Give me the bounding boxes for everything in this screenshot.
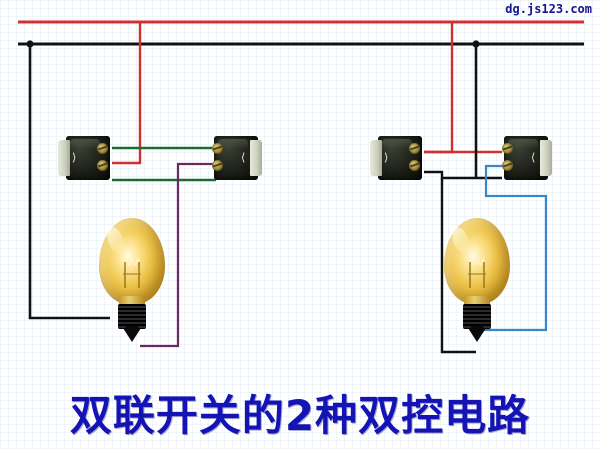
lamp-filament [468,258,486,288]
left-circuit-switch-b[interactable]: ⟨ [206,136,262,180]
switch-notch-icon: ⟨ [531,151,536,164]
lamp-screw-base [463,304,491,329]
switch-terminal-screw [409,160,420,171]
right-lamp-black-wire [440,178,476,354]
lamp-filament [123,258,141,288]
left-circuit-lamp [95,218,169,340]
right-lamp-blue-wire [470,164,548,332]
left-lamp-wire [140,162,216,348]
lamp-screw-base [118,304,146,329]
switch-notch-icon: ⟩ [384,151,389,164]
switch-terminal-screw [502,143,513,154]
watermark-text: dg.js123.com [505,2,592,16]
switch-notch-icon: ⟩ [72,151,77,164]
left-circuit-switch-a[interactable]: ⟩ [58,136,114,180]
right-circuit-switch-b[interactable]: ⟨ [496,136,552,180]
switch-terminal-screw [409,143,420,154]
switch-terminal-screw [212,160,223,171]
switch-rocker-paddle[interactable] [58,140,70,176]
right-neutral-junction-dot [472,40,480,48]
diagram-title: 双联开关的2种双控电路 [69,391,531,440]
switch-rocker-paddle[interactable] [370,140,382,176]
switch-rocker-paddle[interactable] [250,140,262,176]
left-neutral-return-wire [28,44,110,320]
lamp-base-tip [125,326,139,337]
switch-notch-icon: ⟨ [241,151,246,164]
switch-terminal-screw [97,143,108,154]
left-neutral-junction-dot [26,40,34,48]
right-live-feed-wire [424,22,454,154]
switch-rocker-paddle[interactable] [540,140,552,176]
right-circuit-switch-a[interactable]: ⟩ [370,136,426,180]
right-traveler-wire-black [424,170,502,180]
right-circuit-lamp [440,218,514,340]
lamp-base-tip [470,326,484,337]
left-live-feed-wire [112,22,142,165]
switch-terminal-screw [502,160,513,171]
switch-terminal-screw [212,143,223,154]
switch-terminal-screw [97,160,108,171]
